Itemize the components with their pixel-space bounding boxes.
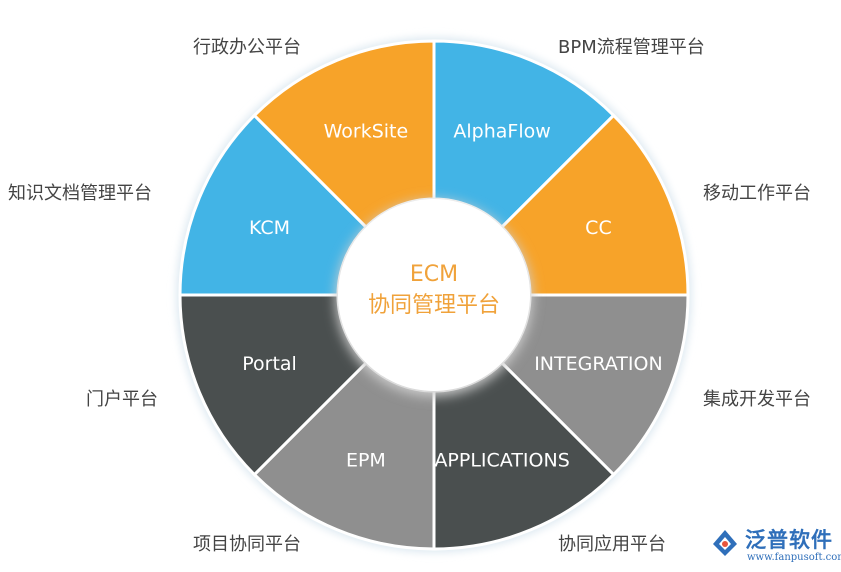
segment-label-cc: CC [585, 217, 612, 239]
outer-label-kcm: 知识文档管理平台 [8, 183, 152, 204]
fanpu-logo: 泛普软件 www.fanpusoft.com [709, 524, 841, 568]
outer-label-portal: 门户平台 [86, 389, 158, 410]
fanpu-logo-icon [713, 530, 737, 556]
segment-label-portal: Portal [242, 353, 297, 375]
outer-label-applications: 协同应用平台 [558, 534, 666, 555]
outer-label-bpm: BPM流程管理平台 [558, 37, 705, 58]
segment-label-kcm: KCM [249, 217, 290, 239]
segment-label-epm: EPM [346, 449, 386, 471]
segment-label-alphaflow: AlphaFlow [453, 121, 550, 143]
center-title: ECM [410, 262, 458, 287]
logo-url: www.fanpusoft.com [747, 552, 841, 563]
outer-label-worksite: 行政办公平台 [193, 37, 301, 58]
outer-label-mobile: 移动工作平台 [703, 183, 811, 204]
center-circle [338, 199, 530, 391]
segment-label-integration: INTEGRATION [534, 353, 662, 375]
outer-label-integration: 集成开发平台 [703, 389, 811, 410]
outer-label-epm: 项目协同平台 [193, 534, 301, 555]
logo-brand: 泛普软件 [745, 528, 833, 552]
center-subtitle: 协同管理平台 [368, 293, 500, 318]
segment-label-applications: APPLICATIONS [434, 449, 569, 471]
segment-label-worksite: WorkSite [324, 121, 409, 143]
